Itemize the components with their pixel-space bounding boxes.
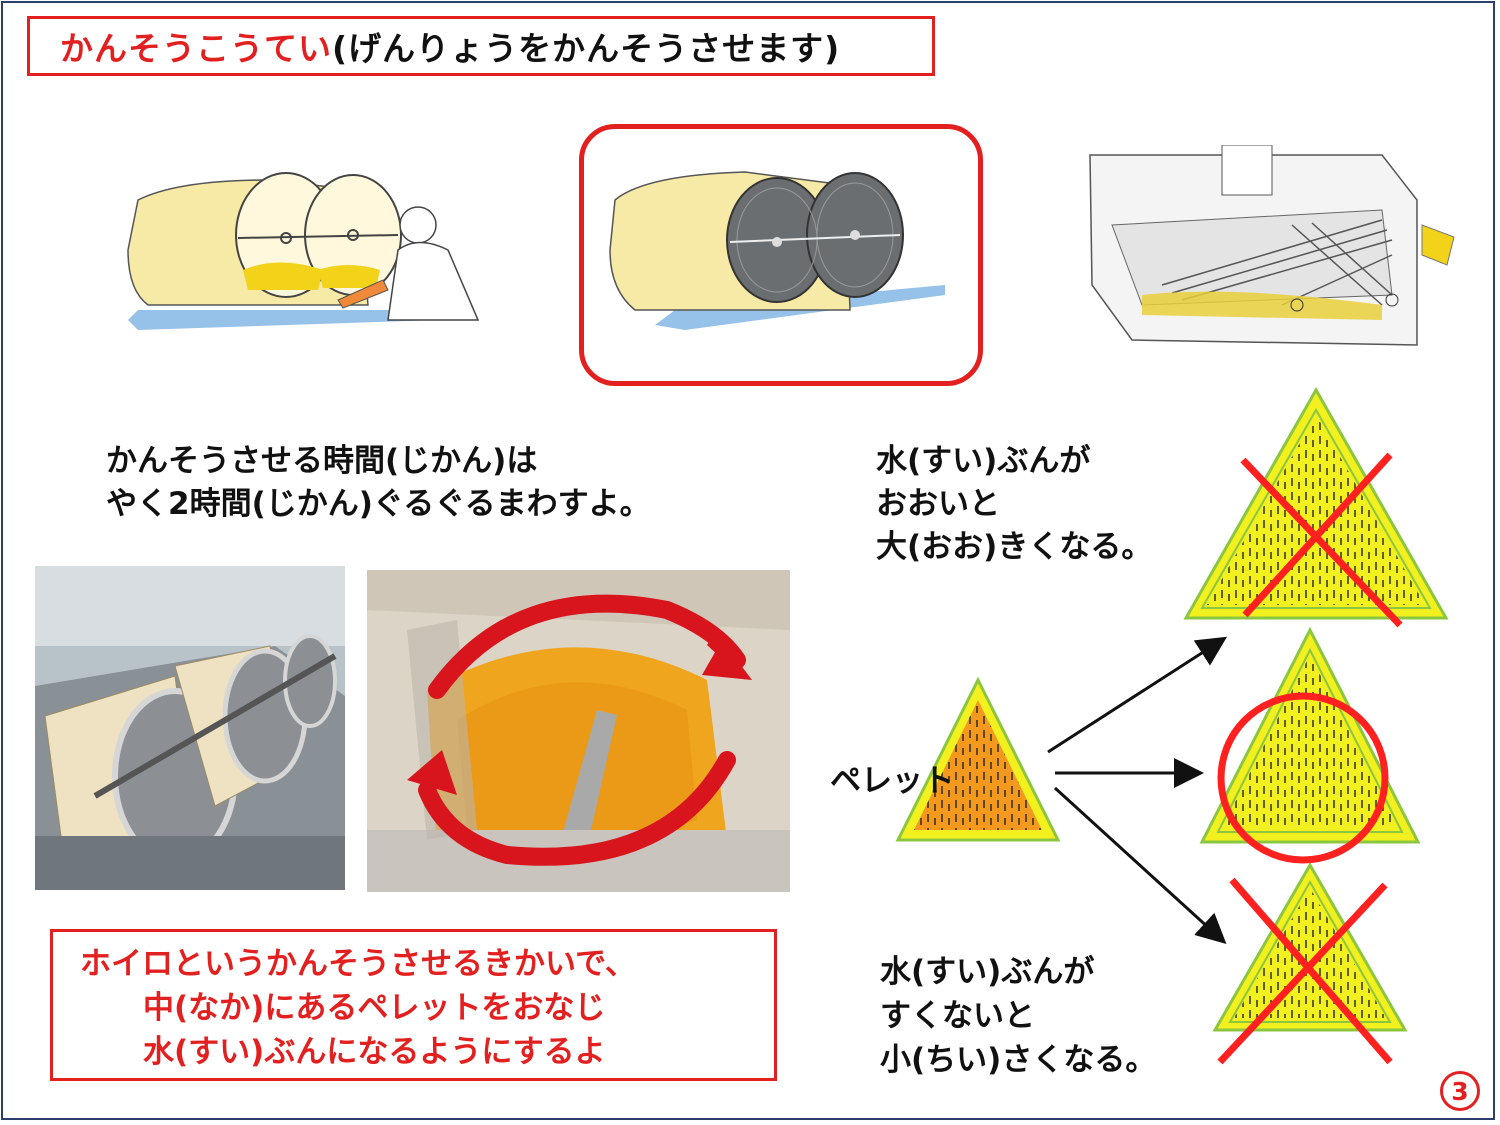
high-moisture-text: 水(すい)ぶんが おおいと 大(おお)きくなる。: [876, 440, 1152, 569]
low-moisture-text: 水(すい)ぶんが すくないと 小(ちい)さくなる。: [880, 950, 1156, 1082]
page-title: かんそうこうてい (げんりょうをかんそうさせます): [27, 16, 935, 76]
highlight-frame: [579, 124, 983, 386]
pellet-label: ペレット: [830, 763, 954, 799]
note-box: ホイロというかんそうさせるきかいで、 中(なか)にあるペレットをおなじ 水(すい…: [50, 929, 777, 1081]
dryer-machines-photo: [35, 566, 345, 890]
page-number: 3: [1440, 1071, 1480, 1111]
rotation-arrows-icon: [407, 594, 752, 866]
conveyor-dryer-sketch: [1089, 145, 1455, 346]
dryer-sketch-highlighted: [609, 171, 945, 330]
small-pellet-triangle: [1212, 861, 1408, 1032]
note-line-1: ホイロというかんそうさせるきかいで、: [80, 946, 636, 982]
high-moisture-line-1: 水(すい)ぶんが: [876, 443, 1091, 479]
low-moisture-line-1: 水(すい)ぶんが: [880, 954, 1095, 990]
title-subtext: (げんりょうをかんそうさせます): [332, 29, 841, 68]
x-mark-icon: [1217, 877, 1393, 1065]
x-mark-icon: [1240, 452, 1403, 628]
title-highlight: かんそうこうてい: [60, 29, 332, 68]
large-pellet-triangle: [1183, 386, 1449, 620]
drying-time-line-1: かんそうさせる時間(じかん)は: [106, 443, 538, 479]
low-moisture-line-2: すくないと: [880, 998, 1035, 1034]
pellet-triangle: [895, 676, 1061, 842]
ideal-pellet-triangle: [1199, 626, 1421, 844]
arrow-to-large: [1047, 636, 1228, 754]
low-moisture-line-3: 小(ちい)さくなる。: [880, 1042, 1157, 1078]
arrow-to-small: [1053, 786, 1227, 945]
dryer-sketch-with-worker: [127, 172, 480, 330]
note-line-3: 水(すい)ぶんになるようにするよ: [143, 1034, 606, 1070]
high-moisture-line-3: 大(おお)きくなる。: [876, 529, 1153, 565]
drying-time-line-2: やく2時間(じかん)ぐるぐるまわすよ。: [106, 486, 651, 522]
dryer-interior-photo: [367, 570, 790, 892]
note-line-2: 中(なか)にあるペレットをおなじ: [143, 990, 606, 1026]
drying-time-text: かんそうさせる時間(じかん)は やく2時間(じかん)ぐるぐるまわすよ。: [106, 440, 651, 526]
high-moisture-line-2: おおいと: [876, 486, 1000, 522]
circle-mark-icon: [1217, 692, 1389, 864]
